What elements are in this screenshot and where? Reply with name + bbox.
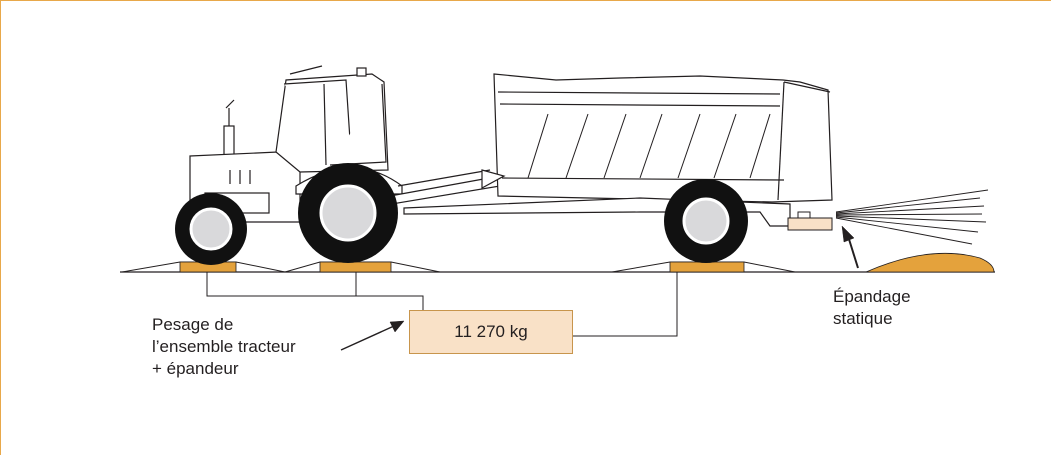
scale-pad-spreader: [669, 261, 745, 273]
scale-pad-tractor-rear: [319, 261, 392, 273]
spreading-disk: [787, 217, 833, 231]
weighing-label-line2: l’ensemble tracteur: [152, 337, 296, 356]
spreading-label: Épandage statique: [833, 286, 911, 330]
weighing-label: Pesage de l’ensemble tracteur + épandeur: [152, 314, 296, 380]
front-wheel: [175, 193, 247, 265]
tractor-rear-wheel: [298, 163, 398, 263]
spreading-label-line1: Épandage: [833, 287, 911, 306]
spreader: [403, 73, 833, 227]
spreader-wheel: [664, 179, 748, 263]
weight-display: 11 270 kg: [409, 310, 573, 354]
spray-lines: [835, 189, 989, 245]
weighing-pointer-arrow: [340, 320, 405, 351]
spreading-arrow: [841, 225, 859, 269]
weighing-label-line1: Pesage de: [152, 315, 234, 334]
spreading-label-line2: statique: [833, 309, 893, 328]
weighing-label-line3: + épandeur: [152, 359, 239, 378]
tractor: [189, 65, 501, 223]
scale-cables: [206, 272, 678, 337]
manure-pile: [865, 252, 995, 273]
